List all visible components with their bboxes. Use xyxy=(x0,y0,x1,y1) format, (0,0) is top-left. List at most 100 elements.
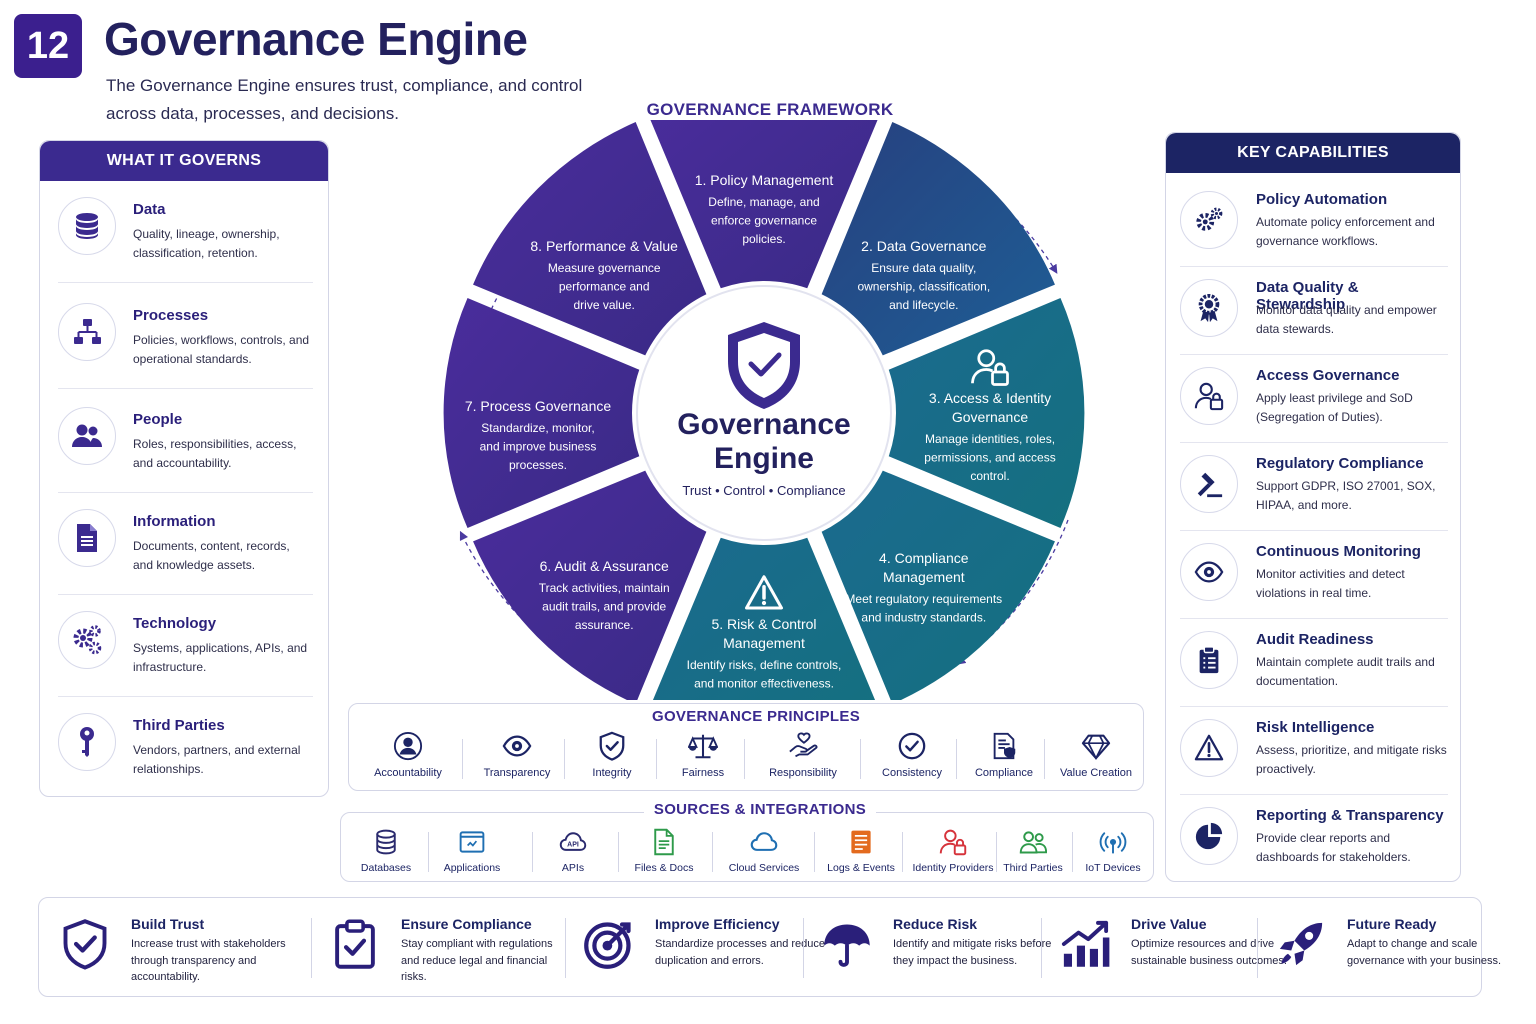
source-identity-providers: Identity Providers xyxy=(906,826,1000,880)
principle-label: Compliance xyxy=(974,767,1034,779)
framework-segment xyxy=(652,537,876,700)
principle-responsibility: Responsibility xyxy=(748,727,858,787)
governance-principles-panel xyxy=(348,703,1144,791)
segment-desc: and improve business xyxy=(480,440,597,454)
principle-label: Consistency xyxy=(882,767,942,779)
source-label: Third Parties xyxy=(1003,862,1063,874)
source-label: Identity Providers xyxy=(912,862,994,874)
benefit-drive-value: Drive Value Optimize resources and drive… xyxy=(1059,912,1299,988)
segment-desc: Meet regulatory requirements xyxy=(845,592,1002,606)
governs-item-title: Information xyxy=(133,513,216,530)
source-label: Files & Docs xyxy=(634,862,694,874)
benefit-ensure-compliance: Ensure Compliance Stay compliant with re… xyxy=(329,912,569,988)
governs-item-desc: Roles, responsibilities, access, and acc… xyxy=(133,437,297,470)
compliance-doc-icon xyxy=(989,731,1019,766)
benefit-title: Future Ready xyxy=(1347,916,1437,932)
umbrella-icon xyxy=(821,918,873,975)
governs-item-desc: Systems, applications, APIs, and infrast… xyxy=(133,641,308,674)
capability-desc: Monitor activities and detect violations… xyxy=(1256,567,1405,600)
bar-growth-icon xyxy=(1059,918,1111,975)
people-icon xyxy=(1019,828,1048,861)
target-icon xyxy=(583,918,635,975)
capability-title: Reporting & Transparency xyxy=(1256,807,1444,824)
segment-desc: and monitor effectiveness. xyxy=(694,677,834,691)
segment-desc: drive value. xyxy=(574,298,635,312)
divider xyxy=(462,739,463,779)
capability-title: Access Governance xyxy=(1256,367,1400,384)
benefit-desc: Increase trust with stakeholders through… xyxy=(131,938,286,983)
benefits-bar: Build Trust Increase trust with stakehol… xyxy=(38,897,1501,997)
divider xyxy=(1072,832,1073,872)
divider xyxy=(532,832,533,872)
divider xyxy=(744,739,745,779)
clipboard-icon xyxy=(1180,631,1238,689)
principle-consistency: Consistency xyxy=(864,727,960,787)
principle-accountability: Accountability xyxy=(362,727,454,787)
diamond-icon xyxy=(1081,731,1111,766)
segment-desc: policies. xyxy=(742,232,785,246)
governs-item-data: Data Quality, lineage, ownership, classi… xyxy=(58,183,313,283)
capability-title: Policy Automation xyxy=(1256,191,1388,208)
capability-desc: Assess, prioritize, and mitigate risks p… xyxy=(1256,743,1447,776)
capability-desc: Support GDPR, ISO 27001, SOX, HIPAA, and… xyxy=(1256,479,1436,512)
governs-item-people: People Roles, responsibilities, access, … xyxy=(58,393,313,493)
user-lock-icon xyxy=(1180,367,1238,425)
center-title-line2: Engine xyxy=(714,442,814,475)
capability-title: Risk Intelligence xyxy=(1256,719,1375,736)
source-label: Applications xyxy=(443,862,501,874)
governs-item-desc: Vendors, partners, and external relation… xyxy=(133,743,301,776)
capability-desc: Monitor data quality and empower data st… xyxy=(1256,303,1437,336)
database-icon xyxy=(58,197,116,255)
capability-data-quality-stewardship: Data Quality & Stewardship Monitor data … xyxy=(1180,267,1448,355)
governs-item-title: People xyxy=(133,411,183,428)
divider xyxy=(712,832,713,872)
database-icon xyxy=(372,828,400,861)
capability-continuous-monitoring: Continuous Monitoring Monitor activities… xyxy=(1180,531,1448,619)
divider xyxy=(564,739,565,779)
pie-chart-icon xyxy=(1180,807,1238,865)
segment-title: 6. Audit & Assurance xyxy=(540,558,669,574)
capability-title: Regulatory Compliance xyxy=(1256,455,1424,472)
source-label: Databases xyxy=(360,862,412,874)
benefit-reduce-risk: Reduce Risk Identify and mitigate risks … xyxy=(821,912,1061,988)
divider xyxy=(814,832,815,872)
page-subtitle: The Governance Engine ensures trust, com… xyxy=(106,76,583,123)
shield-check-icon xyxy=(59,918,111,975)
benefit-desc: Adapt to change and scale governance wit… xyxy=(1347,938,1502,967)
benefit-future-ready: Future Ready Adapt to change and scale g… xyxy=(1275,912,1515,988)
principle-label: Transparency xyxy=(483,767,551,779)
divider xyxy=(803,918,804,978)
segment-desc: Identify risks, define controls, xyxy=(687,658,842,672)
source-databases: Databases xyxy=(346,826,426,880)
capability-desc: Maintain complete audit trails and docum… xyxy=(1256,655,1435,688)
api-cloud-icon: API xyxy=(559,828,587,861)
source-apis: API APIs xyxy=(536,826,610,880)
governs-item-title: Third Parties xyxy=(133,717,225,734)
capability-policy-automation: Policy Automation Automate policy enforc… xyxy=(1180,179,1448,267)
hand-heart-icon xyxy=(788,731,818,766)
source-applications: Applications xyxy=(432,826,512,880)
framework-segment xyxy=(473,122,707,356)
governs-item-information: Information Documents, content, records,… xyxy=(58,495,313,595)
source-third-parties: Third Parties xyxy=(1000,826,1066,880)
principles-title: GOVERNANCE PRINCIPLES xyxy=(652,708,860,725)
center-title-line1: Governance xyxy=(677,408,850,441)
divider xyxy=(1041,918,1042,978)
segment-desc: performance and xyxy=(559,280,650,294)
cloud-icon xyxy=(750,828,778,861)
what-it-governs-panel: WHAT IT GOVERNS Data Quality, lineage, o… xyxy=(39,140,329,797)
source-label: APIs xyxy=(561,862,585,874)
capability-title: Data Quality & Stewardship xyxy=(1256,279,1359,313)
principle-compliance: Compliance xyxy=(960,727,1048,787)
capability-reporting-transparency: Reporting & Transparency Provide clear r… xyxy=(1180,795,1448,883)
user-lock-icon xyxy=(939,828,967,861)
governs-item-processes: Processes Policies, workflows, controls,… xyxy=(58,289,313,389)
governs-item-title: Processes xyxy=(133,307,209,324)
segment-title: 8. Performance & Value xyxy=(530,238,678,254)
principle-integrity: Integrity xyxy=(568,727,656,787)
source-label: Cloud Services xyxy=(728,862,800,874)
what-it-governs-title: WHAT IT GOVERNS xyxy=(40,141,328,181)
sources-title-text: SOURCES & INTEGRATIONS xyxy=(643,801,877,818)
section-number-badge: 12 xyxy=(14,14,82,78)
segment-title: 7. Process Governance xyxy=(465,398,612,414)
